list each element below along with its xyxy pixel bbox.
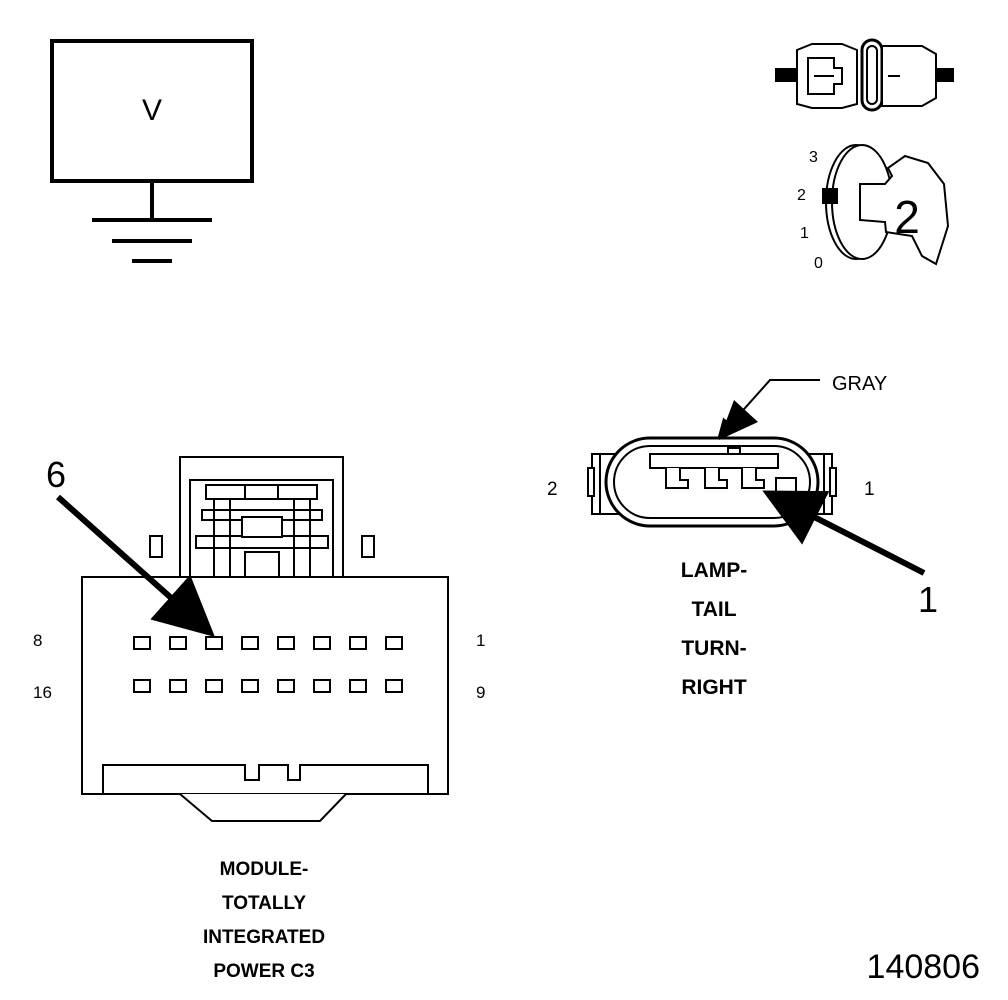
lamp-callout-pin-number: 1 bbox=[918, 579, 938, 620]
ignition-position-2: 2 bbox=[797, 187, 806, 204]
module-pin-row-2 bbox=[133, 679, 403, 693]
module-connector-c3: 8 1 16 9 6 MODULE- TOTALLY INTEGRATED PO… bbox=[33, 454, 485, 982]
lamp-pin-left-label: 2 bbox=[547, 479, 558, 500]
voltmeter-symbol: V bbox=[50, 39, 254, 263]
lamp-label-line-4: RIGHT bbox=[681, 676, 747, 699]
ground-icon bbox=[92, 218, 212, 263]
ignition-selected-position: 2 bbox=[894, 191, 920, 243]
ignition-position-3: 3 bbox=[809, 149, 818, 166]
lamp-label-line-3: TURN- bbox=[681, 637, 746, 660]
module-label-line-1: MODULE- bbox=[220, 859, 309, 880]
ignition-position-1: 1 bbox=[800, 225, 809, 242]
module-row1-right-label: 1 bbox=[476, 631, 485, 650]
figure-number: 140806 bbox=[867, 948, 980, 986]
module-pin-callout-arrow bbox=[56, 494, 215, 637]
lamp-terminals bbox=[665, 468, 797, 493]
module-row2-left-label: 16 bbox=[33, 683, 52, 702]
module-pin-row-1 bbox=[133, 636, 403, 650]
wire-color-label: GRAY bbox=[832, 373, 887, 395]
module-row1-left-label: 8 bbox=[33, 631, 42, 650]
module-label-line-4: POWER C3 bbox=[213, 961, 314, 982]
ignition-key-icon: 3 2 1 0 2 bbox=[797, 144, 950, 272]
lamp-connector: GRAY 2 1 1 LAMP- TAIL TURN- RIGHT bbox=[547, 373, 938, 699]
module-row2-right-label: 9 bbox=[476, 683, 485, 702]
ignition-position-0: 0 bbox=[814, 255, 823, 272]
module-label-line-2: TOTALLY bbox=[222, 893, 306, 914]
lamp-pin-right-label: 1 bbox=[864, 479, 875, 500]
module-label-line-3: INTEGRATED bbox=[203, 927, 325, 948]
connector-disconnect-icon bbox=[775, 38, 954, 112]
lamp-label-line-2: TAIL bbox=[691, 598, 736, 621]
lamp-label-line-1: LAMP- bbox=[681, 559, 748, 582]
voltmeter-label: V bbox=[142, 94, 162, 127]
lamp-pin-callout-arrow bbox=[762, 490, 926, 576]
module-callout-pin-number: 6 bbox=[46, 454, 66, 495]
